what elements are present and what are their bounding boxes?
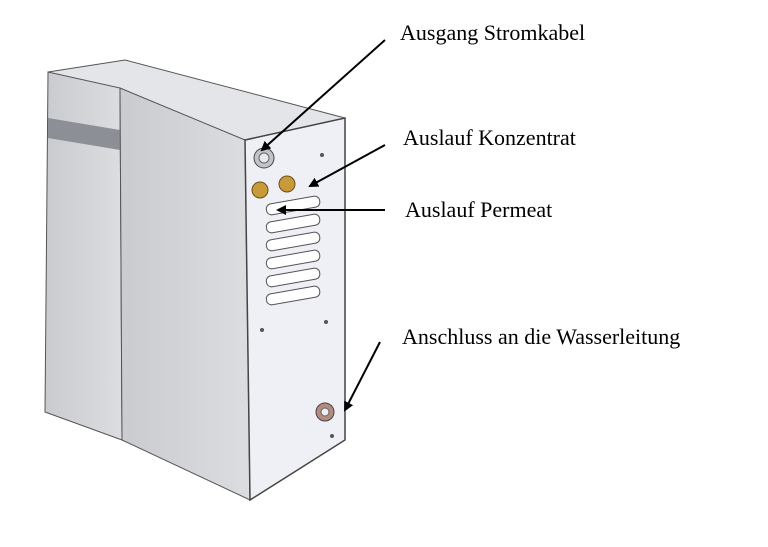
label-permeate: Auslauf Permeat [405, 197, 553, 222]
concentrate-outlet [251, 181, 269, 199]
arrow-water-line [344, 341, 381, 412]
housing-band [48, 118, 120, 150]
arrow-power-cable [260, 39, 386, 152]
permeate-outlet [278, 175, 296, 193]
label-water-line: Anschluss an die Wasserleitung [402, 324, 681, 349]
housing-side [119, 87, 251, 501]
arrow-concentrate [308, 144, 386, 187]
label-concentrate: Auslauf Konzentrat [403, 125, 576, 150]
label-power-cable: Ausgang Stromkabel [400, 20, 586, 45]
